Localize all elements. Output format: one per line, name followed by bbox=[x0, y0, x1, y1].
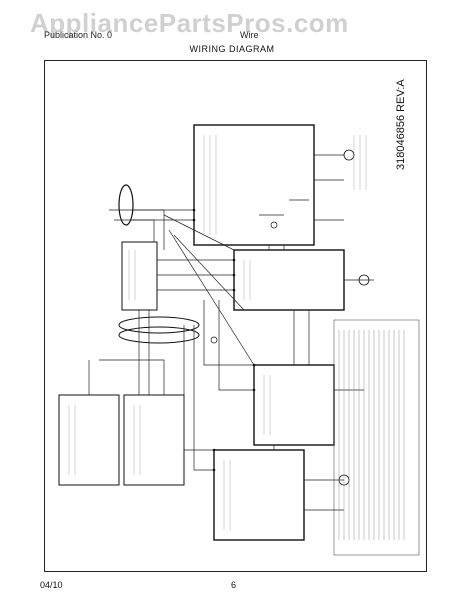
harness-loop-2 bbox=[118, 326, 200, 344]
sensor-mid bbox=[358, 274, 370, 286]
wire-harness bbox=[88, 154, 374, 511]
connector-b bbox=[270, 221, 278, 229]
connector-a bbox=[210, 336, 218, 344]
header-publication: Publication No. 0 bbox=[44, 30, 113, 40]
part-number: 318046856 REV:A bbox=[395, 79, 407, 170]
board-text-lines bbox=[68, 135, 367, 530]
relay-board-middle bbox=[233, 249, 345, 311]
bake-element-box bbox=[58, 394, 120, 486]
watermark: AppliancePartsPros.com bbox=[30, 8, 349, 38]
control-board-top bbox=[193, 124, 315, 246]
footer-date: 04/10 bbox=[40, 580, 63, 590]
broil-element-box bbox=[123, 394, 185, 486]
element-board-lower bbox=[253, 364, 335, 446]
legend-lines bbox=[338, 330, 405, 540]
header-section: Wire bbox=[240, 30, 259, 40]
terminal-dots bbox=[192, 208, 256, 472]
terminal-block-left bbox=[121, 241, 158, 311]
page-title: WIRING DIAGRAM bbox=[189, 44, 275, 54]
harness-loop bbox=[118, 316, 200, 334]
legend-box bbox=[333, 319, 420, 556]
diagram-frame bbox=[44, 60, 427, 572]
wiring-diagram bbox=[58, 124, 420, 556]
page-number: 6 bbox=[231, 580, 237, 590]
oven-board-bottom bbox=[213, 449, 305, 541]
sensor-top bbox=[343, 149, 355, 161]
power-cord-loop bbox=[118, 184, 134, 226]
